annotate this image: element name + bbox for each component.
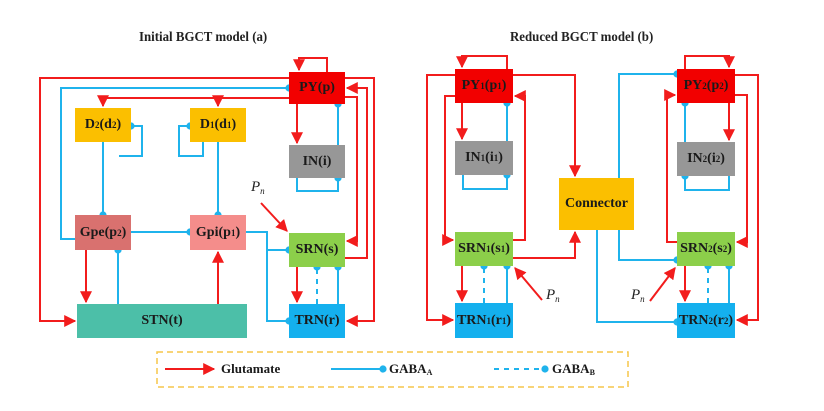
edge-srn1-to-connector <box>513 230 581 259</box>
node-label: PY <box>683 78 703 93</box>
edge-d2-self <box>119 125 143 157</box>
edge-py1-self <box>456 55 508 69</box>
node-label: STN <box>141 313 169 328</box>
input-pn-label-b1: Pn <box>546 287 560 304</box>
node-connector: Connector <box>559 178 634 230</box>
node-label: TRN <box>678 312 709 328</box>
edge-py-to-trn <box>345 77 375 327</box>
edge-pn-to-srn2 <box>649 267 676 302</box>
node-label: IN <box>465 150 481 165</box>
node-label: Gpe <box>79 224 105 240</box>
edge-pn-to-srn1 <box>514 267 543 301</box>
node-label: Connector <box>565 196 628 211</box>
edge-connector-to-srn2 <box>618 230 677 261</box>
node-label: PY <box>299 80 318 95</box>
node-label: SRN <box>680 241 709 256</box>
edge-d1-self <box>178 125 204 157</box>
input-pn-label-b2: Pn <box>631 287 645 304</box>
edge-in1-self <box>462 175 508 190</box>
panel-a-title: Initial BGCT model (a) <box>139 30 268 45</box>
node-trn: TRN(r) <box>289 304 345 338</box>
edge-py2-to-trn2 <box>735 74 759 326</box>
node-in: IN(i) <box>289 145 345 178</box>
node-stn: STN(t) <box>77 304 247 338</box>
edge-srn2-to-py2 <box>664 89 677 243</box>
edge-gpi-to-srn <box>246 231 289 251</box>
edge-py-to-stn <box>39 77 289 327</box>
edge-in2-self <box>684 176 730 191</box>
legend-gaba-a-line-terminal-dot <box>379 365 387 373</box>
legend-gaba-b-label: GABAB <box>552 361 595 377</box>
input-pn-label-a: Pn <box>251 179 265 196</box>
edge-srn-to-py <box>345 82 368 259</box>
node-label: SRN <box>458 241 487 256</box>
node-label: SRN <box>295 242 324 257</box>
node-srn: SRN(s) <box>289 233 345 267</box>
edge-connector-to-trn2 <box>596 230 677 323</box>
edge-py2-self <box>684 55 735 69</box>
edge-py2-to-srn2 <box>735 94 748 248</box>
legend-glutamate-label: Glutamate <box>221 361 281 376</box>
node-label: TRN <box>456 312 487 328</box>
legend-gaba-a-label: GABAA <box>389 361 433 377</box>
node-label: IN <box>302 153 319 169</box>
node-label: D <box>84 117 95 132</box>
node-label: IN <box>687 151 703 166</box>
edge-py-self <box>293 57 328 72</box>
node-label: D <box>199 117 210 132</box>
edge-py1-to-connector <box>513 74 581 178</box>
edge-py1-to-trn1 <box>426 74 455 326</box>
edge-py-to-d2 <box>97 95 289 108</box>
edge-gpi-to-trn <box>266 250 289 322</box>
node-label: PY <box>461 78 481 93</box>
legend-box <box>156 351 629 388</box>
edge-in-self <box>296 178 339 192</box>
edge-srn1-to-py1 <box>513 90 526 241</box>
edge-gpe-to-py <box>60 87 289 240</box>
panel-b-title: Reduced BGCT model (b) <box>510 30 654 45</box>
edge-py-to-srn <box>345 96 358 247</box>
edge-connector-to-py2 <box>618 73 677 178</box>
edge-pn-to-srn <box>260 202 288 232</box>
node-label: Gpi <box>195 224 219 240</box>
node-py: PY(p) <box>289 72 345 104</box>
edge-py1-to-srn1 <box>442 95 455 246</box>
legend-gaba-b-line-terminal-dot <box>541 365 549 373</box>
node-label: TRN <box>294 313 324 328</box>
